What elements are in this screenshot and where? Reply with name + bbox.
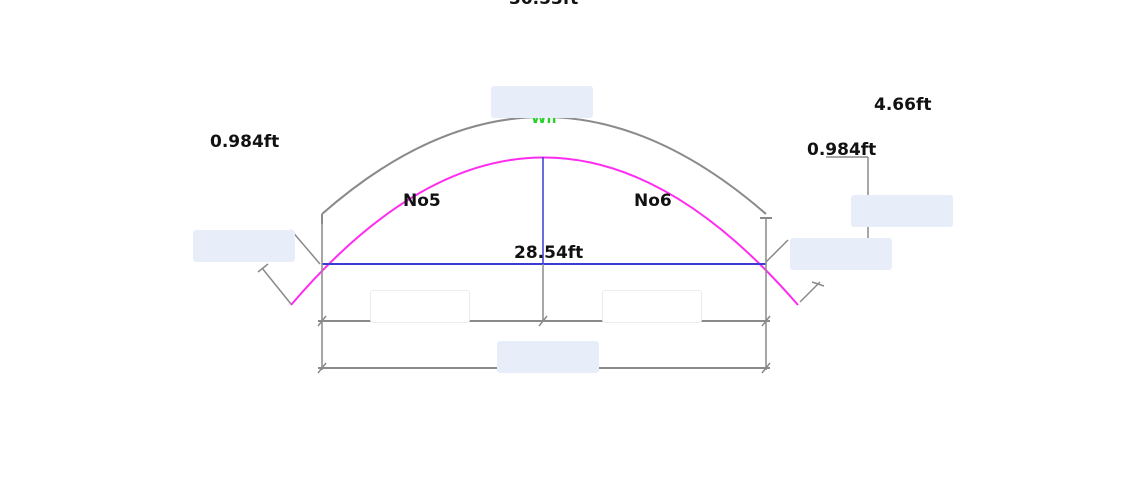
outer-arc bbox=[321, 116, 767, 215]
right-segment-placeholder bbox=[602, 290, 702, 323]
right-rise-input[interactable] bbox=[851, 195, 953, 227]
left-offset-input[interactable] bbox=[193, 230, 295, 262]
inner-arc bbox=[290, 156, 799, 306]
section-right-label: No6 bbox=[634, 191, 672, 211]
left-offset-tick bbox=[257, 263, 269, 273]
left-offset-label: 0.984ft bbox=[210, 132, 280, 152]
left-offset-line bbox=[261, 267, 292, 305]
right-offset-tick bbox=[811, 281, 825, 287]
right-rise-label: 4.66ft bbox=[874, 95, 932, 115]
apex-input[interactable] bbox=[491, 86, 593, 118]
right-offset-line bbox=[765, 239, 789, 263]
left-offset-line-2 bbox=[290, 229, 321, 265]
right-offset-input[interactable] bbox=[790, 238, 892, 270]
bottom-length-input[interactable] bbox=[497, 341, 599, 373]
span-label: 28.54ft bbox=[514, 243, 584, 263]
top-dimension-label: 30.53ft bbox=[509, 0, 578, 8]
tick-um bbox=[538, 315, 548, 327]
right-offset-label: 0.984ft bbox=[807, 140, 877, 160]
right-offset-line-2 bbox=[799, 281, 821, 303]
tick-ul bbox=[317, 315, 327, 327]
tick-ur bbox=[761, 315, 771, 327]
tick-lr bbox=[761, 362, 771, 374]
tick-ll bbox=[317, 362, 327, 374]
left-segment-placeholder bbox=[370, 290, 470, 323]
section-left-label: No5 bbox=[403, 191, 441, 211]
